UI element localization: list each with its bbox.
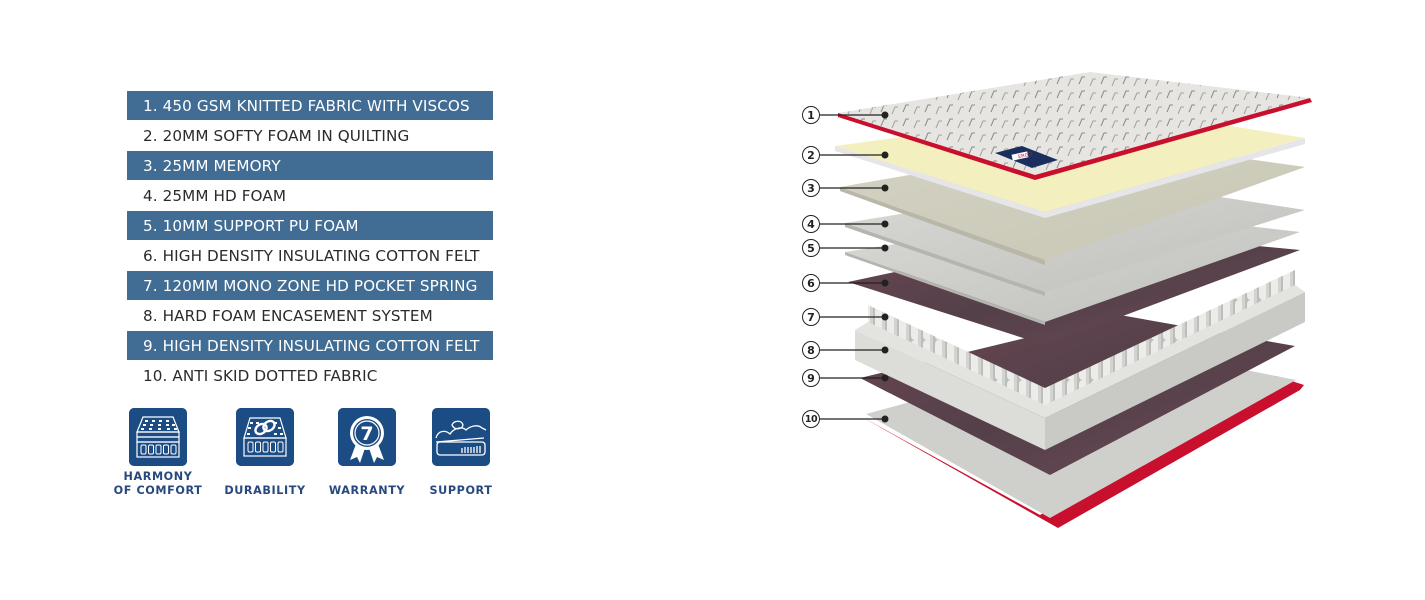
warranty-badge-icon: 7 [338, 408, 396, 466]
interlocking-rings-icon [236, 408, 294, 466]
leader-dot [881, 346, 889, 354]
layer-row-8: 8. HARD FOAM ENCASEMENT SYSTEM [127, 301, 493, 331]
feature-icons: HARMONY OF COMFORT DURABILITY [108, 408, 508, 508]
layer-1-shape [838, 72, 1310, 175]
layer-row-4: 4. 25MM HD FOAM [127, 181, 493, 211]
callout-5: 5 [802, 239, 820, 257]
feature-support: SUPPORT [411, 408, 511, 498]
mattress-comfort-icon [129, 408, 187, 466]
layer-spec-list: 1. 450 GSM KNITTED FABRIC WITH VISCOS 2.… [127, 91, 493, 391]
leader-dot [881, 279, 889, 287]
layer-8-rim [855, 285, 1305, 418]
leader-dot [881, 111, 889, 119]
leader-dot [881, 184, 889, 192]
leader-dot [881, 415, 889, 423]
layer-label: 9. HIGH DENSITY INSULATING COTTON FELT [143, 336, 480, 355]
callout-10: 10 [802, 410, 820, 428]
layer-label: 10. ANTI SKID DOTTED FABRIC [143, 367, 378, 385]
feature-label: DURABILITY [224, 484, 306, 497]
layer-row-10: 10. ANTI SKID DOTTED FABRIC [127, 361, 493, 391]
layer-label: 8. HARD FOAM ENCASEMENT SYSTEM [143, 307, 433, 325]
layer-label: 3. 25MM MEMORY [143, 156, 281, 175]
feature-label: SUPPORT [429, 484, 493, 497]
layer-row-7: 7. 120MM MONO ZONE HD POCKET SPRING [127, 271, 493, 300]
layer-row-3: 3. 25MM MEMORY [127, 151, 493, 180]
feature-label: WARRANTY [328, 484, 406, 497]
layer-row-2: 2. 20MM SOFTY FOAM IN QUILTING [127, 121, 493, 151]
layer-label: 2. 20MM SOFTY FOAM IN QUILTING [143, 127, 410, 145]
callout-4: 4 [802, 215, 820, 233]
feature-harmony-of-comfort: HARMONY OF COMFORT [108, 408, 208, 498]
layer-row-6: 6. HIGH DENSITY INSULATING COTTON FELT [127, 241, 493, 271]
feature-label: HARMONY [123, 470, 193, 483]
warranty-years: 7 [360, 423, 373, 445]
callout-3: 3 [802, 179, 820, 197]
callout-8: 8 [802, 341, 820, 359]
leader-dot [881, 374, 889, 382]
leader-dot [881, 151, 889, 159]
feature-label-line2: OF COMFORT [113, 484, 203, 497]
layer-label: 1. 450 GSM KNITTED FABRIC WITH VISCOS [143, 96, 470, 115]
layer-8-side-left [855, 330, 1045, 450]
layer-8-side-right [1045, 292, 1305, 450]
callout-1: 1 [802, 106, 820, 124]
callout-2: 2 [802, 146, 820, 164]
sleeper-support-icon [432, 408, 490, 466]
layer-label: 4. 25MM HD FOAM [143, 187, 287, 205]
mattress-layer-diagram: ERGO 1 2 3 4 5 6 [790, 60, 1330, 540]
layer-row-9: 9. HIGH DENSITY INSULATING COTTON FELT [127, 331, 493, 360]
mattress-illustration: ERGO [820, 72, 1312, 528]
layer-row-5: 5. 10MM SUPPORT PU FOAM [127, 211, 493, 240]
layer-label: 6. HIGH DENSITY INSULATING COTTON FELT [143, 247, 480, 265]
layer-row-1: 1. 450 GSM KNITTED FABRIC WITH VISCOS [127, 91, 493, 120]
leader-dot [881, 244, 889, 252]
feature-durability: DURABILITY [215, 408, 315, 498]
leader-dot [881, 220, 889, 228]
callout-6: 6 [802, 274, 820, 292]
leader-dot [881, 313, 889, 321]
layer-label: 7. 120MM MONO ZONE HD POCKET SPRING [143, 276, 478, 295]
callout-7: 7 [802, 308, 820, 326]
callout-9: 9 [802, 369, 820, 387]
brand-text: ERGO [1018, 151, 1033, 160]
layer-label: 5. 10MM SUPPORT PU FOAM [143, 216, 359, 235]
feature-warranty: 7 WARRANTY [317, 408, 417, 498]
